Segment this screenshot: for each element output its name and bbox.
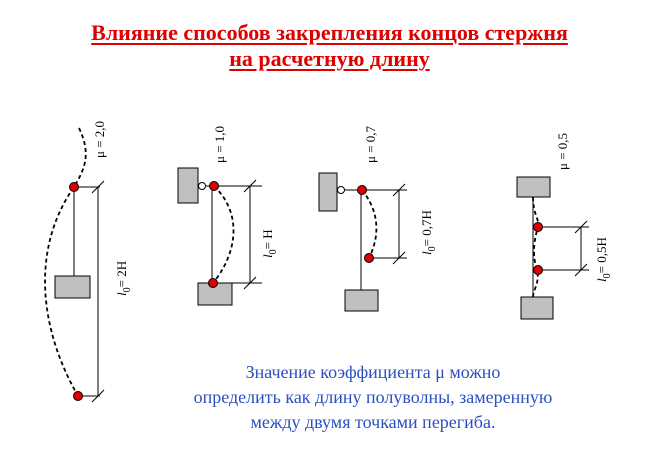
slide-title-line-2: на расчетную длину bbox=[229, 46, 430, 71]
scheme-mu-2: μ = 2,0 l0= 2H bbox=[44, 121, 133, 403]
explanation-note: Значение коэффициента μ можно определить… bbox=[138, 360, 608, 435]
mu-label: μ = 0,5 bbox=[555, 133, 570, 170]
inflection-point bbox=[69, 182, 79, 192]
buckled-shape-curve bbox=[44, 127, 87, 397]
dimension-tick bbox=[91, 180, 105, 194]
support-block bbox=[54, 275, 91, 299]
dimension-tick bbox=[392, 251, 406, 265]
length-label: l0= 0,7H bbox=[419, 210, 438, 255]
support-block bbox=[520, 296, 554, 320]
mu-label: μ = 2,0 bbox=[92, 121, 107, 158]
support-block bbox=[318, 172, 338, 212]
length-value: = 0,7H bbox=[419, 210, 434, 246]
inflection-point bbox=[208, 278, 218, 288]
length-subscript: 0 bbox=[602, 273, 613, 278]
support-block bbox=[177, 167, 199, 204]
dimension-tick bbox=[574, 263, 588, 277]
note-line-3: между двумя точками перегиба. bbox=[250, 412, 496, 432]
note-line-1: Значение коэффициента μ можно bbox=[245, 362, 501, 382]
length-symbol: l bbox=[594, 278, 609, 282]
mu-label: μ = 1,0 bbox=[212, 126, 227, 163]
length-subscript: 0 bbox=[268, 249, 279, 254]
buckled-shape-curve bbox=[212, 185, 235, 284]
dimension-tick bbox=[91, 389, 105, 403]
inflection-point bbox=[73, 391, 83, 401]
length-value: = 0,5H bbox=[594, 237, 609, 273]
inflection-point bbox=[209, 181, 219, 191]
mu-label: μ = 0,7 bbox=[363, 125, 378, 163]
hinge-icon bbox=[337, 186, 345, 194]
scheme-mu-05: μ = 0,5 l0= 0,5H bbox=[516, 133, 613, 320]
dimension-tick bbox=[243, 179, 257, 193]
scheme-mu-1: μ = 1,0 l0= H bbox=[177, 126, 279, 306]
length-symbol: l bbox=[260, 254, 275, 258]
inflection-point bbox=[364, 253, 374, 263]
inflection-point bbox=[533, 265, 543, 275]
buckled-shape-curve bbox=[532, 196, 540, 298]
dimension-tick bbox=[243, 276, 257, 290]
support-block bbox=[344, 289, 379, 312]
note-line-2: определить как длину полуволны, замеренн… bbox=[193, 387, 553, 407]
dimension-tick bbox=[392, 183, 406, 197]
inflection-point bbox=[357, 185, 367, 195]
hinge-icon bbox=[198, 182, 206, 190]
length-subscript: 0 bbox=[427, 246, 438, 251]
buckled-shape-curve bbox=[361, 189, 378, 259]
length-value: = H bbox=[260, 229, 275, 249]
length-symbol: l bbox=[419, 251, 434, 255]
support-block bbox=[516, 176, 551, 198]
dimension-tick bbox=[574, 220, 588, 234]
length-label: l0= 0,5H bbox=[594, 237, 613, 282]
inflection-point bbox=[533, 222, 543, 232]
slide-title-line-1: Влияние способов закрепления концов стер… bbox=[91, 20, 568, 45]
length-label: l0= H bbox=[260, 229, 279, 258]
scheme-mu-07: μ = 0,7 l0= 0,7H bbox=[318, 125, 438, 312]
length-value: = 2H bbox=[114, 261, 129, 287]
length-symbol: l bbox=[114, 292, 129, 296]
length-subscript: 0 bbox=[122, 287, 133, 292]
length-label: l0= 2H bbox=[114, 261, 133, 296]
